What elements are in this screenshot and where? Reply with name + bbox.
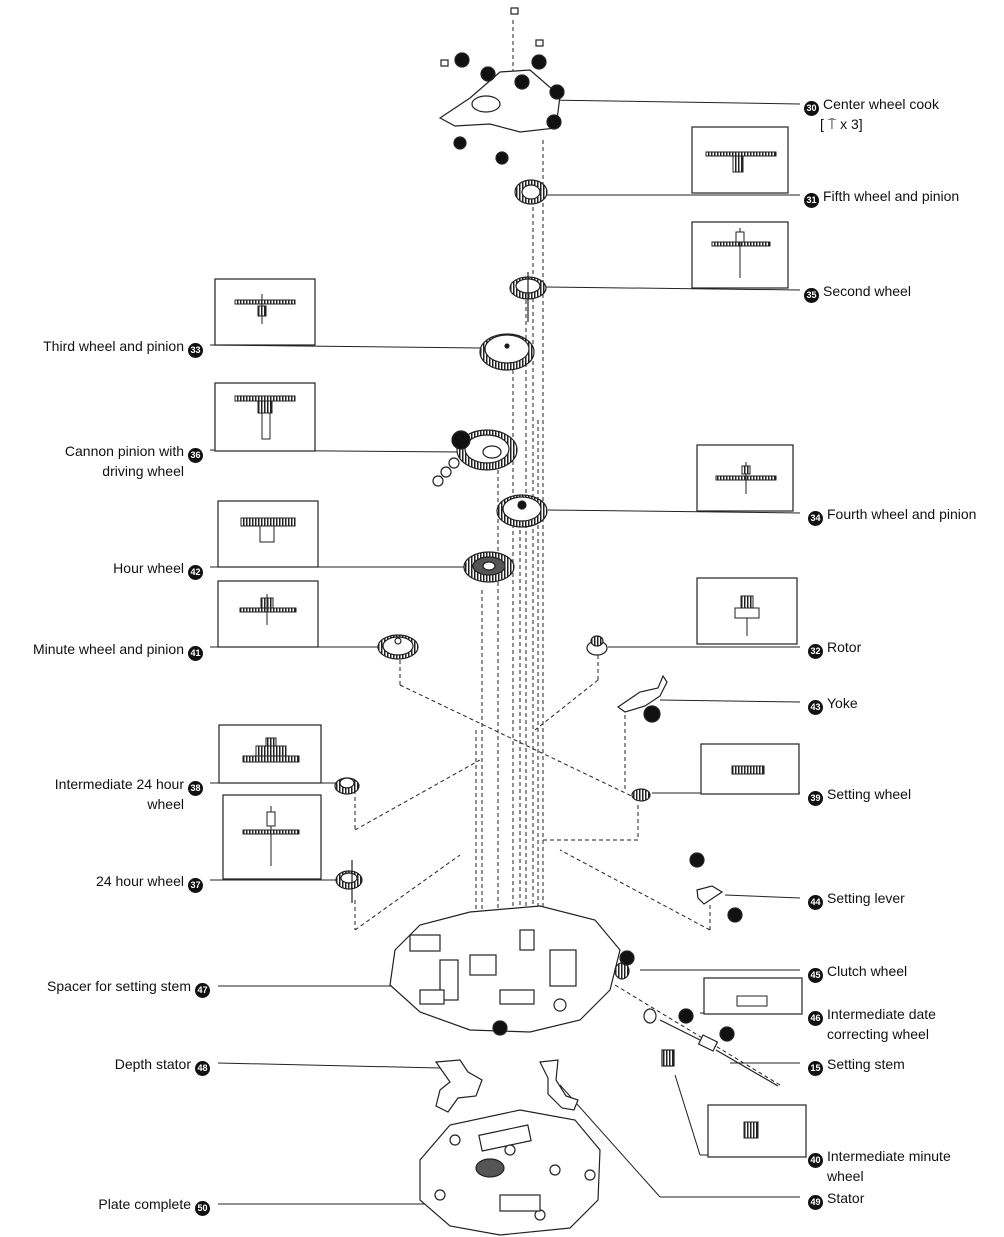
part-number-40: 40: [808, 1153, 823, 1168]
part-number-36: 36: [188, 448, 203, 463]
part-number-37: 37: [188, 878, 203, 893]
part-number-43: 43: [808, 700, 823, 715]
part-number-49: 49: [808, 1195, 823, 1210]
center-wheel-cock-part: [438, 7, 565, 165]
part-number-38: 38: [188, 781, 203, 796]
part-number-15: 15: [808, 1061, 823, 1076]
cannon-pinion-part: [432, 429, 518, 487]
fifth-wheel-part: [514, 179, 548, 205]
hour-wheel-part: [463, 551, 515, 583]
clutch-wheel-part: [614, 950, 635, 980]
third-wheel-part: [479, 333, 535, 371]
main-plate-part: [389, 905, 621, 1036]
second-wheel-part: [509, 272, 547, 322]
plate-complete-part: [419, 1109, 601, 1236]
detail-box-24h-wheel: [222, 794, 322, 880]
part-number-47: 47: [195, 983, 210, 998]
setting-lever-part: [689, 852, 743, 923]
part-number-32: 32: [808, 644, 823, 659]
stator-parts: [434, 1059, 579, 1113]
intermediate-24h-wheel-part: [334, 777, 360, 795]
part-number-45: 45: [808, 968, 823, 983]
box-wheel-side-views: [234, 151, 777, 1139]
part-number-50: 50: [195, 1201, 210, 1216]
setting-stem-part: [643, 1008, 779, 1087]
part-number-48: 48: [195, 1061, 210, 1076]
assembly-axis-lines: [354, 20, 781, 1086]
part-number-31: 31: [804, 193, 819, 208]
24h-wheel-part: [335, 860, 363, 903]
part-number-42: 42: [188, 565, 203, 580]
rotor-part: [586, 635, 608, 656]
part-number-44: 44: [808, 895, 823, 910]
detail-box-minute-wheel: [217, 580, 319, 648]
fourth-wheel-part: [496, 494, 548, 528]
part-number-46: 46: [808, 1011, 823, 1026]
minute-wheel-part: [377, 634, 419, 660]
part-number-41: 41: [188, 646, 203, 661]
yoke-part: [616, 674, 668, 723]
part-number-39: 39: [808, 791, 823, 806]
part-number-33: 33: [188, 343, 203, 358]
part-number-34: 34: [808, 511, 823, 526]
setting-wheel-part: [631, 788, 651, 802]
part-number-30: 30: [804, 101, 819, 116]
int-minute-wheel-part: [661, 1049, 675, 1067]
part-number-35: 35: [804, 288, 819, 303]
